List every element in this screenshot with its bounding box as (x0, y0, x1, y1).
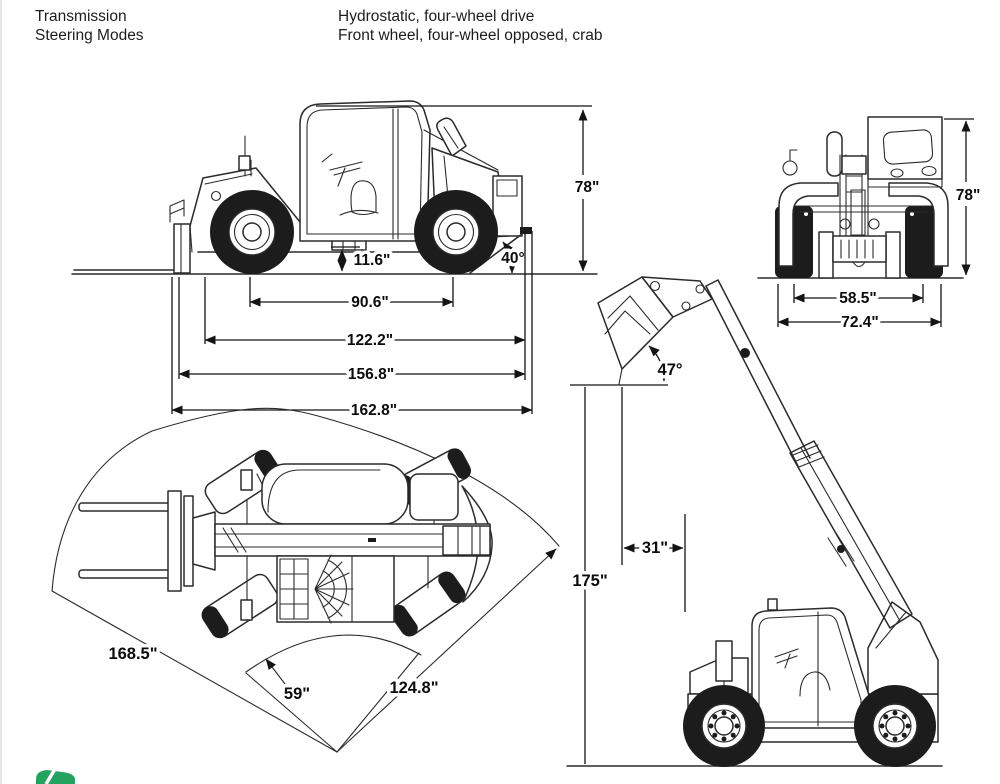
spec-label: Steering Modes (35, 27, 144, 44)
spec-value: Hydrostatic, four-wheel drive (338, 8, 535, 25)
spec-value: Front wheel, four-wheel opposed, crab (338, 27, 603, 44)
boom-mast (839, 154, 869, 239)
deck-lines (794, 205, 933, 213)
dim-reach-at-max-lift: 31" (642, 539, 668, 557)
radiator-grille (314, 554, 354, 624)
carriage-leg (885, 231, 901, 279)
front-mast (715, 640, 733, 682)
extension-lines (621, 387, 686, 612)
fork-carriage (173, 223, 191, 274)
cab-window (306, 106, 423, 235)
rear-wheel (414, 190, 498, 274)
engine-cover (261, 463, 409, 525)
rear-right-wheel (390, 571, 466, 637)
spec-header: Transmission Hydrostatic, four-wheel dri… (0, 7, 1000, 45)
dim-length-to-rear: 122.2" (347, 332, 393, 349)
rear-boom-mount (867, 601, 939, 695)
cab (751, 607, 872, 729)
outer-radius-line (51, 590, 338, 753)
front-wheel (210, 190, 294, 274)
cab-window (758, 614, 862, 723)
work-light (890, 168, 904, 178)
front-wheel (683, 685, 765, 767)
page-left-edge (0, 0, 2, 784)
dim-ground-clearance: 11.6" (354, 252, 391, 269)
rear-step (520, 227, 532, 234)
mirror (238, 155, 251, 171)
steering-wheel (321, 153, 363, 187)
dim-length-with-carriage: 156.8" (348, 366, 394, 383)
spec-label: Transmission (35, 8, 127, 25)
cab-window (882, 129, 934, 165)
exhaust-stack (826, 131, 843, 177)
dim-max-lift-height: 175" (572, 572, 607, 590)
dim-wheelbase: 90.6" (351, 294, 389, 311)
steering-linkage (246, 473, 435, 603)
dim-track-width: 58.5" (839, 290, 877, 307)
spec-row-transmission: Transmission Hydrostatic, four-wheel dri… (0, 7, 1000, 26)
telescopic-boom (705, 279, 913, 629)
boom-rest (409, 473, 459, 521)
dim-overall-length: 162.8" (351, 402, 397, 419)
dim-overall-height: 78" (575, 179, 600, 196)
rear-view-diagram: 78" 58.5" 72.4" (757, 116, 984, 335)
cab (299, 100, 431, 242)
lift-height-diagram: 31" 47° 175" (566, 276, 943, 767)
partial-logo (36, 768, 75, 784)
fork-carriage (167, 490, 182, 592)
cab (867, 116, 943, 180)
work-light (921, 165, 937, 177)
extension-lines (171, 231, 533, 414)
dim-overall-width: 72.4" (841, 314, 879, 331)
cab-pillar (392, 108, 399, 240)
dim-inner-turning-radius: 59" (284, 685, 310, 703)
left-fender (778, 182, 839, 267)
seat (339, 180, 379, 216)
dim-departure-angle: 40° (501, 250, 524, 267)
carriage-leg (818, 231, 834, 279)
spec-row-steering-modes: Steering Modes Front wheel, four-wheel o… (0, 26, 1000, 45)
dim-dump-angle: 47° (658, 361, 683, 379)
right-fender (888, 182, 949, 267)
bucket (597, 276, 713, 385)
turning-radius-line (336, 548, 557, 753)
fork (78, 502, 174, 512)
mirror (782, 160, 798, 176)
rear-left-wheel (201, 573, 279, 639)
rear-wheel (854, 685, 936, 767)
inner-turning-arc (245, 634, 422, 673)
beacon (767, 598, 778, 611)
dump-angle-arc (648, 345, 669, 382)
dim-overall-height: 78" (956, 187, 981, 204)
side-view-diagram: 78" 11.6" 40° 90.6" 122.2" 156.8" 162.8" (71, 100, 603, 423)
dim-outside-turning-radius: 124.8" (389, 679, 438, 697)
dim-outer-clearance-radius: 168.5" (108, 645, 157, 663)
fork (78, 569, 174, 579)
top-view-diagram: 168.5" 59" 124.8" (51, 407, 560, 753)
inner-radius-leader (265, 658, 289, 689)
hitch-box (832, 235, 887, 263)
boom-nose (189, 167, 301, 227)
seat (799, 671, 831, 697)
